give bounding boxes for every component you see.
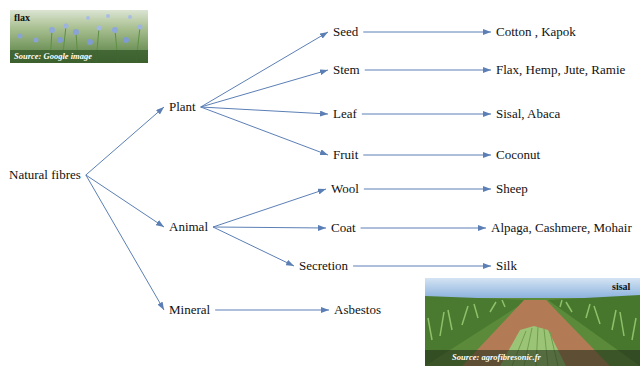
branch-arrow — [215, 310, 329, 311]
flax-flower — [57, 37, 63, 43]
term-text: Seed — [332, 24, 359, 40]
branch-arrow — [361, 228, 486, 229]
flax-field — [10, 10, 148, 63]
term-text: Sheep — [495, 181, 529, 197]
fibre-term: Fruit — [332, 147, 359, 163]
flax-flower — [87, 39, 93, 45]
term-text: Natural fibres — [8, 167, 82, 183]
fibre-term: Secretion — [298, 258, 349, 274]
term-text: Animal — [168, 219, 209, 235]
fibre-term: Seed — [332, 24, 359, 40]
fibre-term: Stem — [332, 62, 361, 78]
fibre-term: Flax, Hemp, Jute, Ramie — [495, 62, 626, 78]
flax-flower — [138, 25, 143, 30]
sisal-photo — [425, 278, 640, 366]
fibre-term: Asbestos — [333, 302, 382, 318]
term-text: Secretion — [298, 258, 349, 274]
branch-arrow — [201, 107, 328, 114]
fibre-term: Sheep — [495, 181, 529, 197]
flax-flower — [34, 38, 39, 43]
term-text: Cotton , Kapok — [495, 24, 577, 40]
fibre-term: Cotton , Kapok — [495, 24, 577, 40]
flax-flower — [106, 14, 110, 18]
sisal-sky — [425, 278, 640, 300]
branch-arrow — [213, 189, 326, 227]
photo-title: flax — [14, 12, 30, 23]
flax-flower — [112, 27, 118, 33]
term-text: Coat — [330, 220, 357, 236]
term-text: Flax, Hemp, Jute, Ramie — [495, 62, 626, 78]
fibre-term: Silk — [495, 258, 518, 274]
branch-arrow — [201, 70, 328, 107]
term-text: Stem — [332, 62, 361, 78]
branch-arrow — [213, 227, 326, 228]
fibre-term: Leaf — [332, 106, 358, 122]
term-text: Plant — [168, 99, 197, 115]
term-text: Leaf — [332, 106, 358, 122]
flax-flower — [97, 26, 102, 31]
photo-source: Source: agrofibresonic.fr — [452, 353, 541, 362]
branch-arrow — [213, 227, 294, 266]
fibre-term: Coat — [330, 220, 357, 236]
flax-flower — [73, 29, 79, 35]
term-text: Coconut — [495, 147, 541, 163]
branch-arrow — [363, 155, 491, 156]
branch-arrow — [363, 32, 491, 33]
photo-source: Source: Google image — [14, 52, 92, 61]
flax-flower — [123, 37, 129, 43]
fibre-term: Wool — [330, 181, 360, 197]
branch-arrow — [86, 107, 164, 175]
branch-arrow — [362, 114, 491, 115]
fibre-term: Coconut — [495, 147, 541, 163]
term-text: Mineral — [168, 302, 211, 318]
flax-flower — [49, 27, 55, 33]
branch-arrow — [365, 70, 491, 71]
photo-title: sisal — [612, 281, 630, 292]
flax-caption-band — [10, 50, 148, 63]
fibre-term: Alpaga, Cashmere, Mohair — [490, 220, 633, 236]
branch-arrow — [86, 175, 164, 227]
flax-photo — [10, 10, 148, 63]
fibre-term: Mineral — [168, 302, 211, 318]
branch-arrow — [201, 32, 328, 107]
term-text: Alpaga, Cashmere, Mohair — [490, 220, 633, 236]
term-text: Asbestos — [333, 302, 382, 318]
branch-arrow — [86, 175, 164, 310]
fibre-term: Sisal, Abaca — [495, 106, 561, 122]
fibre-term: Animal — [168, 219, 209, 235]
branch-arrow — [201, 107, 328, 155]
flax-flower — [86, 16, 90, 20]
fibre-term: Natural fibres — [8, 167, 82, 183]
term-text: Sisal, Abaca — [495, 106, 561, 122]
term-text: Wool — [330, 181, 360, 197]
flax-flower — [18, 34, 23, 39]
flax-flower — [64, 24, 69, 29]
branch-arrow — [364, 189, 491, 190]
term-text: Silk — [495, 258, 518, 274]
fibre-term: Plant — [168, 99, 197, 115]
sisal-caption-band — [425, 350, 640, 366]
term-text: Fruit — [332, 147, 359, 163]
branch-arrow — [353, 266, 491, 267]
flax-flower — [128, 15, 132, 19]
